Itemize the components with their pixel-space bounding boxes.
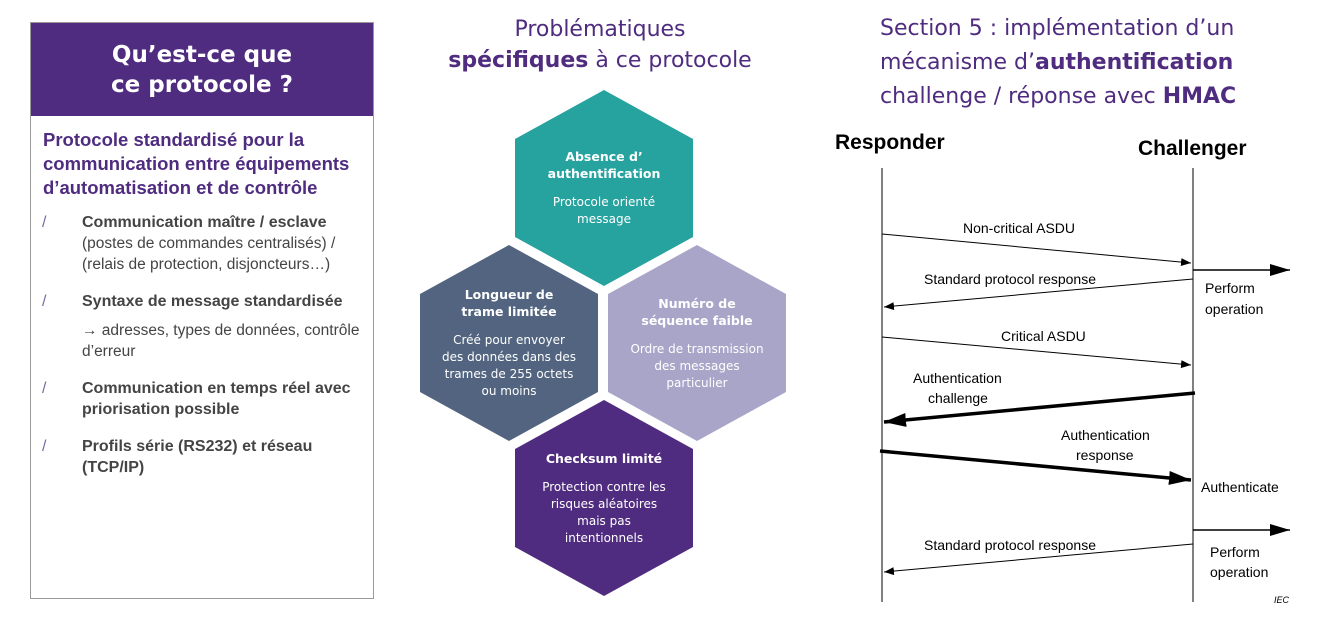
perform-2-line2: operation — [1210, 564, 1268, 580]
msg-std-response-1-arrow — [883, 278, 1194, 311]
section5-title: Section 5 : implémentation d’un mécanism… — [880, 12, 1310, 114]
bullet-title: Communication maître / esclave — [82, 214, 327, 231]
list-item: / Communication en temps réel avec prior… — [31, 378, 373, 420]
msg-noncritical-arrow — [881, 233, 1192, 267]
title-line2-bold: authentification — [1034, 50, 1234, 75]
perform-2-line1: Perform — [1210, 544, 1260, 560]
hexagon-title: Checksum limité — [545, 450, 663, 466]
panel-header: Qu’est-ce que ce protocole ? — [31, 23, 373, 116]
msg-std-response-2-label: Standard protocol response — [924, 537, 1096, 553]
bullet-marker: / — [42, 438, 47, 455]
hexagon-frame-length: Longueur de trame limitée Créé pour envo… — [420, 245, 598, 441]
bullet-detail: (postes de commandes centralisés) / (rel… — [82, 235, 336, 273]
protocol-definition: Protocole standardisé pour la communicat… — [43, 129, 350, 198]
problems-title-bold: spécifiques — [448, 48, 589, 73]
hexagon-body: Protocole orienté message — [552, 195, 656, 226]
hexagon-sequence-number: Numéro de séquence faible Ordre de trans… — [608, 245, 786, 441]
msg-std-response-2-arrow — [883, 543, 1194, 576]
auth-challenge-arrow — [883, 391, 1196, 427]
bullet-title: Profils série (RS232) et réseau (TCP/IP) — [82, 438, 313, 476]
msg-std-response-1-label: Standard protocol response — [924, 271, 1096, 287]
bullet-title: Syntaxe de message standardisée — [82, 293, 343, 310]
msg-noncritical-label: Non-critical ASDU — [963, 220, 1075, 236]
feature-list: / Communication maître / esclave (postes… — [31, 212, 373, 478]
panel-title-line1: Qu’est-ce que — [111, 41, 293, 68]
section5-title-line2: mécanisme d’authentification — [880, 46, 1310, 80]
hexagon-body: Créé pour envoyer des données dans des t… — [442, 333, 576, 398]
bullet-marker: / — [42, 214, 47, 231]
hexagon-title: Absence d’ authentification — [547, 149, 661, 181]
list-item: / Profils série (RS232) et réseau (TCP/I… — [31, 436, 373, 478]
hexagon-authentication: Absence d’ authentification Protocole or… — [515, 90, 693, 286]
auth-challenge-line2: challenge — [928, 390, 988, 406]
bullet-detail: → adresses, types de données, contrôle d… — [82, 322, 360, 360]
perform-1-line2: operation — [1205, 301, 1263, 317]
auth-response-line1: Authentication — [1061, 427, 1150, 443]
panel-title-line2: ce protocole ? — [111, 71, 293, 98]
source-label: IEC — [1274, 595, 1290, 605]
bullet-title: Communication en temps réel avec prioris… — [82, 380, 351, 418]
perform-1-line1: Perform — [1205, 280, 1255, 296]
protocol-info-panel: Qu’est-ce que ce protocole ? Protocole s… — [30, 22, 374, 599]
challenger-label: Challenger — [1138, 137, 1247, 160]
sequence-diagram: Responder Challenger Non-critical ASDU P… — [835, 131, 1290, 605]
section5-title-line1: Section 5 : implémentation d’un — [880, 16, 1235, 41]
bullet-marker: / — [42, 380, 47, 397]
auth-response-line2: response — [1076, 447, 1134, 463]
msg-critical-label: Critical ASDU — [1001, 328, 1086, 344]
hexagon-title: Longueur de trame limitée — [461, 287, 557, 319]
problems-title-rest: à ce protocole — [588, 48, 752, 73]
problems-title: Problématiques spécifiques à ce protocol… — [420, 14, 780, 76]
bullet-marker: / — [42, 293, 47, 310]
problems-title-line1: Problématiques — [514, 17, 686, 42]
hexagon-body: Protection contre les risques aléatoires… — [542, 479, 666, 545]
hexagon-title: Numéro de séquence faible — [641, 295, 753, 328]
authenticate-label: Authenticate — [1201, 479, 1279, 495]
auth-challenge-line1: Authentication — [913, 370, 1002, 386]
title-line2-pre: mécanisme d’ — [880, 50, 1035, 75]
msg-critical-arrow — [881, 336, 1192, 369]
responder-label: Responder — [835, 131, 945, 154]
section5-title-line3: challenge / réponse avec HMAC — [880, 80, 1310, 114]
list-item: / Communication maître / esclave (postes… — [31, 212, 373, 275]
title-line3-pre: challenge / réponse avec — [880, 84, 1163, 109]
auth-response-arrow — [879, 449, 1192, 485]
problems-title-line2: spécifiques à ce protocole — [420, 45, 780, 76]
title-line3-bold: HMAC — [1162, 84, 1237, 109]
list-item: / Syntaxe de message standardisée → adre… — [31, 291, 373, 362]
hexagon-body: Ordre de transmission des messages parti… — [630, 341, 764, 390]
hexagon-checksum: Checksum limité Protection contre les ri… — [515, 400, 693, 596]
